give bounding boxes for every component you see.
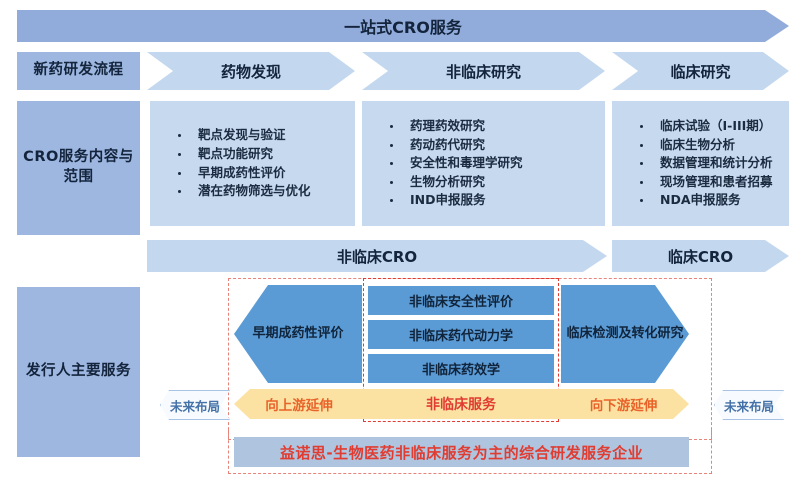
future-layout-left-label: 未来布局 [169,398,220,414]
cro-scope-list-3: 临床试验（I-III期） 临床生物分析 数据管理和统计分析 现场管理和患者招募 … [612,117,773,210]
downstream-extension-arrow: 向下游延伸 [558,389,689,419]
process-stage-preclinical: 非临床研究 [362,52,605,90]
list-item: 数据管理和统计分析 [634,154,773,173]
list-item: 药理药效研究 [384,117,523,136]
core-preclinical-service-bar: 非临床服务 [364,389,558,419]
service-bar-2-label: 非临床药代动力学 [408,329,513,344]
band-clinical-cro: 临床CRO [612,240,789,272]
future-layout-right-label: 未来布局 [723,398,774,414]
band-1-label: 非临床CRO [336,247,418,266]
inner-dashed-boundary [363,278,559,422]
list-item: 现场管理和患者招募 [634,173,773,192]
upstream-extension-arrow: 向上游延伸 [234,389,364,419]
list-item: 生物分析研究 [384,173,523,192]
cro-scope-column-1: 靶点发现与验证 靶点功能研究 早期成药性评价 潜在药物筛选与优化 [150,101,355,226]
upstream-extension-label: 向上游延伸 [265,398,333,414]
summary-dashed-boundary [228,430,712,474]
row-label-cro-scope-text: CRO服务内容与范围 [23,149,134,185]
row-label-issuer-services: 发行人主要服务 [17,287,140,457]
cro-scope-list-1: 靶点发现与验证 靶点功能研究 早期成药性评价 潜在药物筛选与优化 [150,126,311,200]
process-stage-2-label: 非临床研究 [445,62,521,81]
process-stage-clinical: 临床研究 [612,52,789,90]
service-arrow-left-label: 早期成药性评价 [252,325,344,341]
row-label-issuer-services-text: 发行人主要服务 [26,363,131,380]
list-item: 早期成药性评价 [172,164,311,183]
row-label-cro-scope: CRO服务内容与范围 [17,101,140,235]
cro-scope-column-3: 临床试验（I-III期） 临床生物分析 数据管理和统计分析 现场管理和患者招募 … [612,101,789,226]
service-bar-1-label: 非临床安全性评价 [408,295,513,310]
list-item: 靶点发现与验证 [172,126,311,145]
main-title-arrow: 一站式CRO服务 [17,10,789,42]
future-layout-right-tag: 未来布局 [714,390,784,420]
cro-scope-list-2: 药理药效研究 药动药代研究 安全性和毒理学研究 生物分析研究 IND申报服务 [362,117,523,210]
row-label-process-text: 新药研发流程 [33,62,124,79]
future-layout-left-tag: 未来布局 [160,390,230,420]
row-label-process: 新药研发流程 [17,52,140,90]
service-bar-preclinical-safety: 非临床安全性评价 [368,286,554,315]
list-item: 临床生物分析 [634,136,773,155]
downstream-extension-label: 向下游延伸 [589,398,658,414]
service-bar-3-label: 非临床药效学 [421,363,500,378]
band-2-label: 临床CRO [667,247,734,266]
summary-banner-text: 益诺思-生物医药非临床服务为主的综合研发服务企业 [279,443,644,462]
main-title-text: 一站式CRO服务 [344,18,462,37]
service-bar-preclinical-pk: 非临床药代动力学 [368,320,554,349]
list-item: 临床试验（I-III期） [634,117,773,136]
process-stage-drug-discovery: 药物发现 [147,52,355,90]
cro-scope-column-2: 药理药效研究 药动药代研究 安全性和毒理学研究 生物分析研究 IND申报服务 [362,101,605,226]
list-item: IND申报服务 [384,191,523,210]
service-arrow-right-label: 临床检测及转化研究 [566,325,684,341]
list-item: 安全性和毒理学研究 [384,154,523,173]
service-bar-preclinical-pharmacodynamics: 非临床药效学 [368,354,554,383]
list-item: 药动药代研究 [384,136,523,155]
list-item: 靶点功能研究 [172,145,311,164]
process-stage-1-label: 药物发现 [220,62,281,81]
core-preclinical-service-label: 非临床服务 [426,397,496,413]
band-preclinical-cro: 非临床CRO [147,240,607,272]
list-item: NDA申报服务 [634,191,773,210]
list-item: 潜在药物筛选与优化 [172,182,311,201]
process-stage-3-label: 临床研究 [670,62,731,81]
summary-banner: 益诺思-生物医药非临床服务为主的综合研发服务企业 [234,437,689,467]
